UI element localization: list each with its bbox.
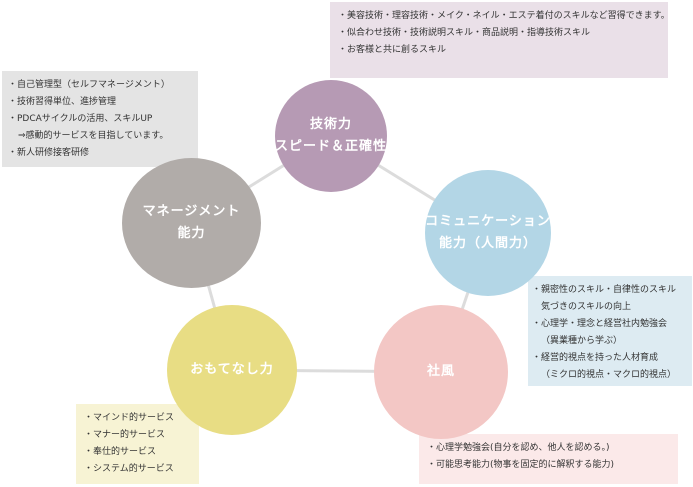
omotenashi-detail-item: ・システム的サービス [84,464,174,474]
gijutsu-detail-box: ・美容技術・理容技術・メイク・ネイル・エステ着付のスキルなど習得できます。 ・似… [330,2,670,78]
communication-detail-item: ・親密性のスキル・自律性のスキル [532,285,677,295]
management-circle-subtitle: 能力 [177,226,206,241]
communication-circle: コミュニケーション 能力（人間力） [425,170,551,296]
management-detail-item: ・自己管理型（セルフマネージメント） [8,80,170,90]
shafu-detail-item: ・心理学勉強会(自分を認め、他人を認める。) [427,443,610,453]
communication-circle-subtitle: 能力（人間力） [438,236,537,251]
management-detail-item: ・新人研修接客研修 [8,148,90,158]
omotenashi-detail-item: ・マナー的サービス [84,430,166,440]
communication-detail-item: （異業種から学ぶ） [541,336,623,346]
shafu-detail-box: ・心理学勉強会(自分を認め、他人を認める。) ・可能思考能力(物事を固定的に解釈… [419,434,678,484]
management-detail-item: ・PDCAサイクルの活用、スキルUP [8,114,153,124]
gijutsu-detail-item: ・美容技術・理容技術・メイク・ネイル・エステ着付のスキルなど習得できます。 [338,11,670,21]
shafu-circle: 社風 [374,305,508,439]
gijutsu-circle-title: 技術力 [309,117,352,132]
communication-detail-item: ・経営的視点を持った人材育成 [532,353,659,363]
communication-detail-item: （ミクロ的視点・マクロ的視点） [541,370,677,380]
management-circle: マネージメント 能力 [122,158,261,288]
management-detail-item: ⇒感動的サービスを目指しています。 [18,131,169,141]
omotenashi-detail-item: ・マインド的サービス [84,413,175,423]
communication-detail-box: ・親密性のスキル・自律性のスキル 気づきのスキルの向上 ・心理学・理念と経営社内… [528,276,692,386]
omotenashi-circle: おもてなし力 [167,305,297,435]
omotenashi-detail-box: ・マインド的サービス ・マナー的サービス ・奉仕的サービス ・システム的サービス [76,404,199,484]
omotenashi-circle-title: おもてなし力 [190,362,274,377]
gijutsu-detail-item: ・似合わせ技術・技術説明スキル・商品説明・指導技術スキル [338,28,591,38]
management-detail-item: ・技術習得単位、進捗管理 [8,97,117,107]
shafu-circle-title: 社風 [426,364,455,379]
communication-circle-title: コミュニケーション [425,214,551,229]
gijutsu-circle-subtitle: （スピード＆正確性） [261,139,402,154]
management-detail-box: ・自己管理型（セルフマネージメント） ・技術習得単位、進捗管理 ・PDCAサイク… [2,71,198,167]
management-circle-title: マネージメント [142,204,241,219]
omotenashi-detail-item: ・奉仕的サービス [84,447,157,457]
shafu-detail-item: ・可能思考能力(物事を固定的に解釈する能力) [427,460,615,470]
communication-detail-item: 気づきのスキルの向上 [541,302,632,312]
gijutsu-circle: 技術力 （スピード＆正確性） [261,80,400,192]
communication-detail-item: ・心理学・理念と経営社内勉強会 [532,319,668,329]
gijutsu-detail-item: ・お客様と共に創るスキル [338,45,447,55]
